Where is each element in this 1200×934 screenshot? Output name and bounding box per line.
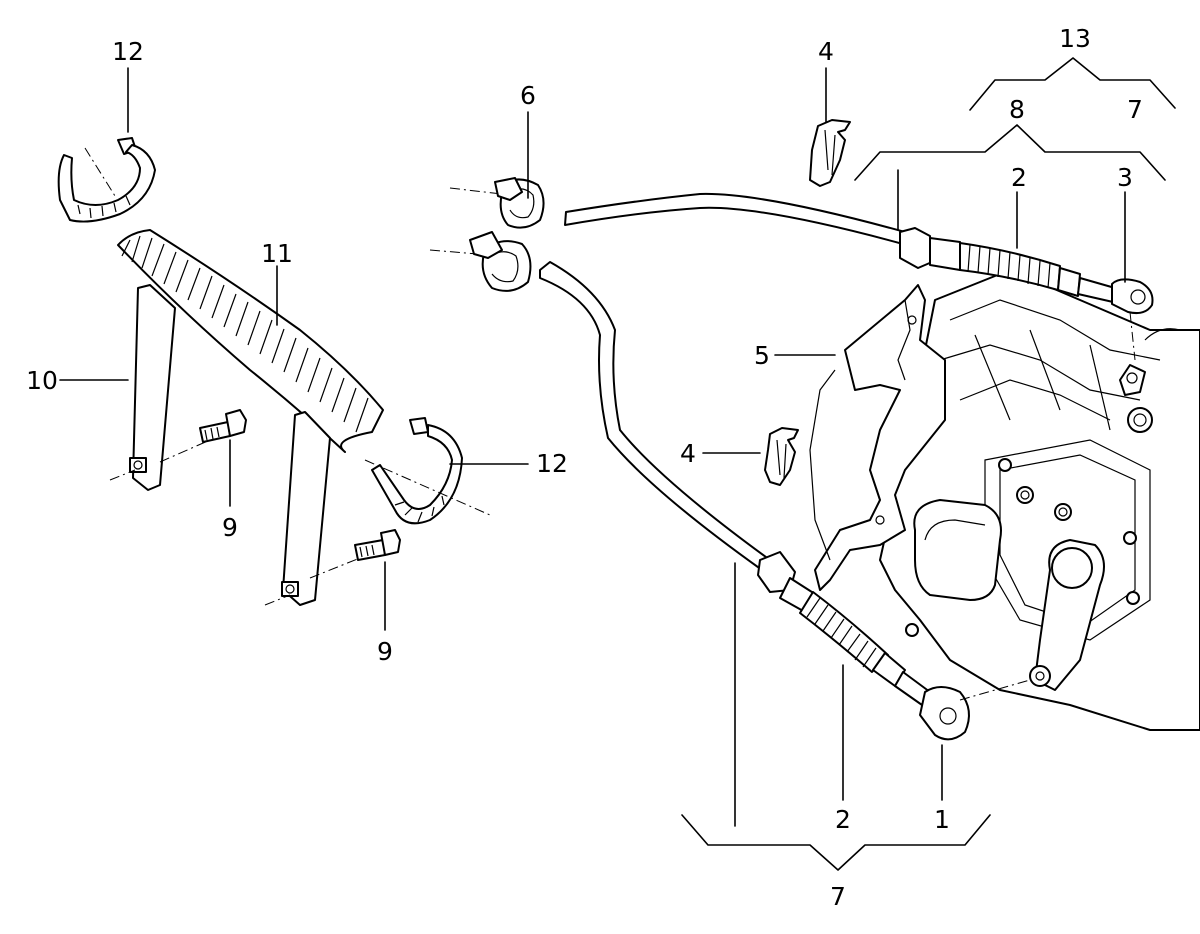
callout-9-left: 9 xyxy=(222,513,238,542)
callout-7-top: 7 xyxy=(1127,95,1143,124)
callout-4-middle: 4 xyxy=(680,439,696,468)
shift-cable-upper xyxy=(564,192,1154,361)
retaining-clips xyxy=(764,119,851,486)
callout-8: 8 xyxy=(1009,95,1025,124)
callout-3: 3 xyxy=(1117,163,1133,192)
mounting-bolts xyxy=(159,409,401,579)
hose-clamps xyxy=(429,177,545,292)
selector-cable-lower xyxy=(539,261,1031,741)
callout-5: 5 xyxy=(754,341,770,370)
callout-12-top: 12 xyxy=(112,37,144,66)
callout-9-right: 9 xyxy=(377,637,393,666)
callout-11: 11 xyxy=(261,239,293,268)
callout-2-top: 2 xyxy=(1011,163,1027,192)
cable-ties xyxy=(57,137,491,525)
leader-lines xyxy=(59,57,1176,871)
callout-13: 13 xyxy=(1059,24,1091,53)
shift-cable-bracket xyxy=(809,284,946,591)
callout-6: 6 xyxy=(520,81,536,110)
callout-1: 1 xyxy=(934,805,950,834)
callout-2-bottom: 2 xyxy=(835,805,851,834)
corrugated-sleeve xyxy=(117,229,384,453)
callout-10: 10 xyxy=(26,366,58,395)
callout-4-top: 4 xyxy=(818,37,834,66)
callout-12-middle: 12 xyxy=(536,449,568,478)
callout-7-bottom: 7 xyxy=(830,882,846,911)
support-brackets xyxy=(109,284,331,606)
transmission-housing xyxy=(879,269,1200,731)
